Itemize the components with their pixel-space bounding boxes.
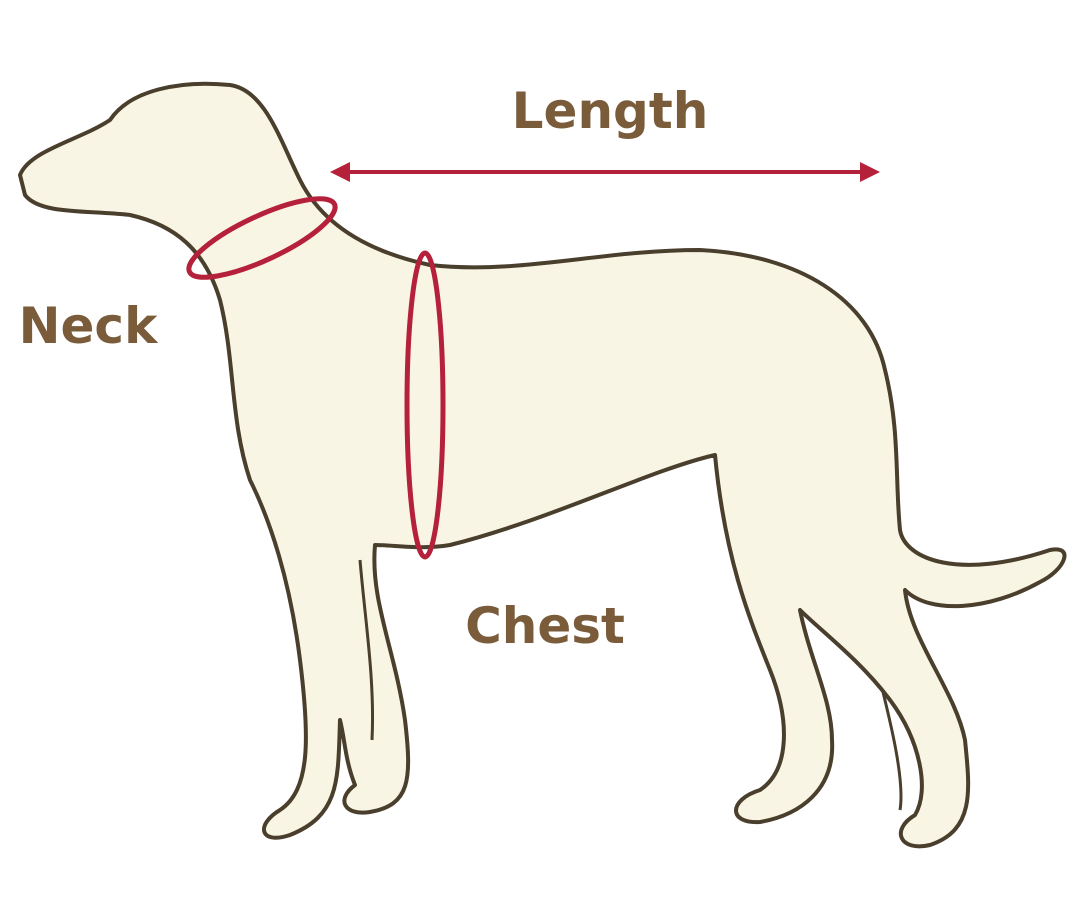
- length-label: Length: [512, 82, 709, 140]
- chest-label: Chest: [465, 597, 625, 655]
- far-front-leg-line: [358, 559, 375, 741]
- dog-silhouette: [18, 81, 1067, 849]
- neck-label: Neck: [19, 297, 159, 355]
- neck-measure-loop: [186, 196, 338, 280]
- chest-measure-loop: [404, 250, 446, 560]
- dog-body: [18, 81, 1067, 849]
